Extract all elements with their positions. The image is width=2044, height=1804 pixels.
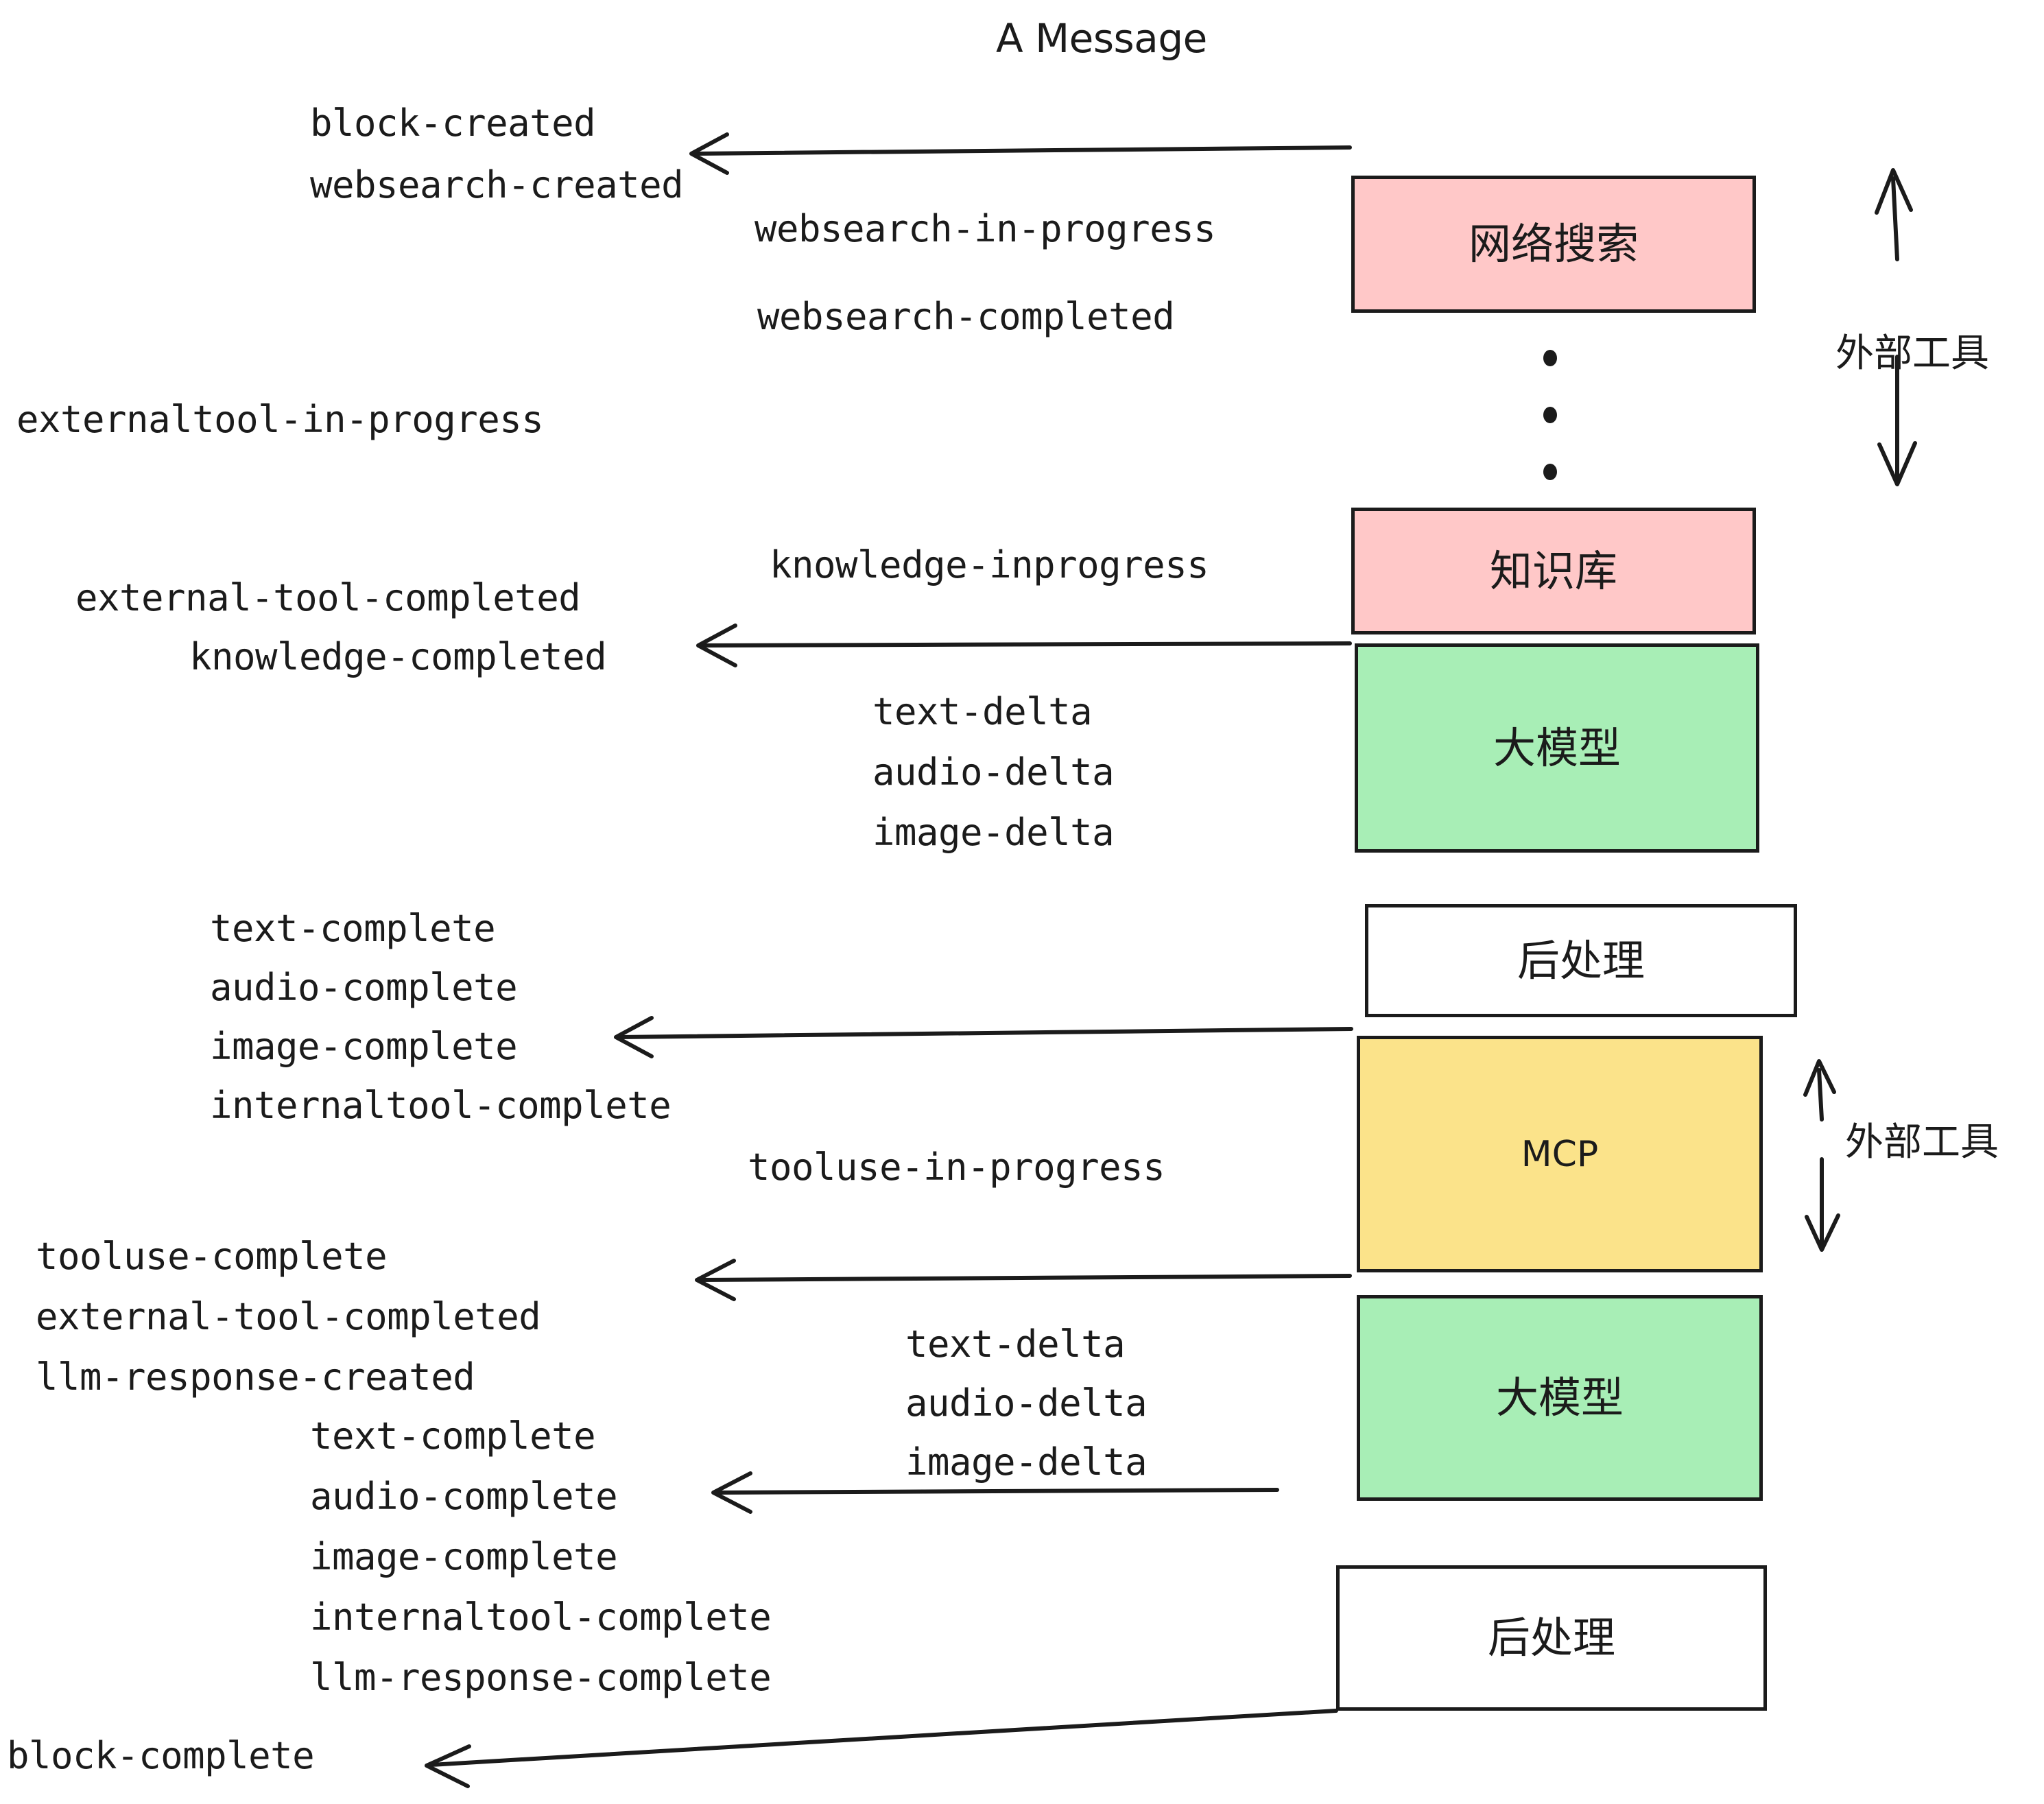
event-block-complete: block-complete (7, 1734, 315, 1777)
event-image-delta-2: image-delta (905, 1440, 1148, 1484)
event-llm-response-created: llm-response-created (36, 1355, 475, 1399)
bracket-external-tools-bottom (1803, 1059, 1840, 1252)
event-image-complete-1: image-complete (210, 1025, 518, 1068)
event-text-complete-1: text-complete (210, 907, 496, 950)
event-image-complete-2: image-complete (310, 1535, 618, 1578)
arrow-postprocess-to-events-top (614, 1016, 1353, 1058)
node-postprocess-bottom[interactable]: 后处理 (1336, 1565, 1767, 1711)
event-internaltool-complete-2: internaltool-complete (310, 1595, 772, 1639)
event-externaltool-in-progress: externaltool-in-progress (16, 398, 544, 441)
event-websearch-completed: websearch-completed (757, 295, 1175, 338)
arrow-mcp-to-events (695, 1259, 1352, 1301)
event-knowledge-inprogress: knowledge-inprogress (770, 543, 1209, 586)
event-knowledge-completed: knowledge-completed (189, 635, 607, 678)
node-postprocess-bottom-label: 后处理 (1487, 1613, 1615, 1663)
event-block-created: block-created (310, 102, 596, 145)
event-text-delta-2: text-delta (905, 1322, 1126, 1366)
event-tooluse-complete: tooluse-complete (36, 1235, 388, 1278)
arrow-websearch-to-events (689, 132, 1352, 175)
node-llm-bottom-label: 大模型 (1495, 1373, 1624, 1423)
event-text-delta-1: text-delta (872, 690, 1093, 733)
node-postprocess-top-label: 后处理 (1517, 935, 1645, 986)
arrow-knowledge-to-events (696, 624, 1352, 667)
node-postprocess-top[interactable]: 后处理 (1365, 904, 1797, 1017)
event-llm-response-complete: llm-response-complete (310, 1656, 772, 1699)
page-title: A Message (996, 15, 1207, 62)
node-websearch-label: 网络搜索 (1468, 219, 1639, 269)
event-external-tool-completed-2: external-tool-completed (36, 1295, 541, 1338)
side-label-external-tools-top: 外部工具 (1835, 331, 1989, 376)
event-websearch-created: websearch-created (310, 163, 684, 206)
event-audio-delta-1: audio-delta (872, 750, 1115, 794)
event-internaltool-complete-1: internaltool-complete (210, 1084, 672, 1127)
side-label-external-tools-bottom: 外部工具 (1845, 1120, 1999, 1165)
node-llm-top-label: 大模型 (1493, 722, 1621, 773)
event-audio-complete-2: audio-complete (310, 1475, 618, 1518)
node-knowledge-label: 知识库 (1489, 545, 1617, 596)
event-image-delta-1: image-delta (872, 811, 1115, 854)
event-external-tool-completed-1: external-tool-completed (75, 576, 581, 619)
event-tooluse-in-progress: tooluse-in-progress (748, 1146, 1165, 1189)
node-llm-bottom[interactable]: 大模型 (1357, 1295, 1763, 1501)
event-text-complete-2: text-complete (310, 1414, 596, 1458)
event-audio-delta-2: audio-delta (905, 1381, 1148, 1425)
event-audio-complete-1: audio-complete (210, 966, 518, 1009)
node-llm-top[interactable]: 大模型 (1355, 643, 1759, 853)
node-mcp[interactable]: MCP (1357, 1036, 1763, 1272)
node-mcp-label: MCP (1521, 1133, 1599, 1175)
node-websearch[interactable]: 网络搜索 (1351, 176, 1756, 313)
node-knowledge[interactable]: 知识库 (1351, 508, 1756, 634)
event-websearch-in-progress: websearch-in-progress (754, 207, 1216, 250)
vertical-ellipsis-icon (1542, 350, 1558, 480)
arrow-postprocess-to-block-complete (425, 1709, 1338, 1788)
